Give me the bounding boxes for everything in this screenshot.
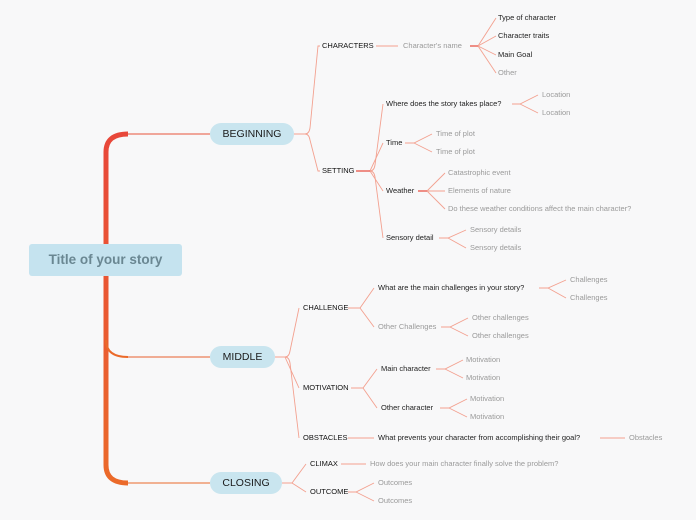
motivation-node[interactable]: MOTIVATION: [303, 383, 349, 392]
other-challenges-node[interactable]: Other challenges: [472, 331, 529, 340]
closing-node[interactable]: CLOSING: [210, 472, 282, 494]
weather-effect-node[interactable]: Do these weather conditions affect the m…: [448, 204, 632, 213]
main-character-node[interactable]: Main character: [381, 364, 431, 373]
sensory-detail-node[interactable]: Sensory detail: [386, 233, 434, 242]
climax-question-node[interactable]: How does your main character finally sol…: [370, 459, 559, 468]
other-character-node[interactable]: Other character: [381, 403, 434, 412]
obstacles-question-node[interactable]: What prevents your character from accomp…: [378, 433, 581, 442]
main-goal-node[interactable]: Main Goal: [498, 50, 533, 59]
catastrophic-event-node[interactable]: Catastrophic event: [448, 168, 511, 177]
challenge-node[interactable]: CHALLENGE: [303, 303, 349, 312]
sensory-details-node[interactable]: Sensory details: [470, 243, 522, 252]
type-of-character-node[interactable]: Type of character: [498, 13, 556, 22]
middle-node[interactable]: MIDDLE: [210, 346, 275, 368]
time-of-plot-node[interactable]: Time of plot: [436, 147, 475, 156]
motivation-item-node[interactable]: Motivation: [470, 394, 505, 403]
challenges-node[interactable]: Challenges: [570, 275, 608, 284]
climax-node[interactable]: CLIMAX: [310, 459, 338, 468]
motivation-item-node[interactable]: Motivation: [466, 373, 501, 382]
time-of-plot-node[interactable]: Time of plot: [436, 129, 475, 138]
outcomes-node[interactable]: Outcomes: [378, 496, 413, 505]
motivation-item-node[interactable]: Motivation: [466, 355, 501, 364]
characters-node[interactable]: CHARACTERS: [322, 41, 374, 50]
outcomes-node[interactable]: Outcomes: [378, 478, 413, 487]
elements-of-nature-node[interactable]: Elements of nature: [448, 186, 511, 195]
location-node[interactable]: Location: [542, 90, 571, 99]
challenges-node[interactable]: Challenges: [570, 293, 608, 302]
other-challenges-node[interactable]: Other challenges: [472, 313, 529, 322]
outcome-node[interactable]: OUTCOME: [310, 487, 349, 496]
obstacles-node[interactable]: OBSTACLES: [303, 433, 348, 442]
sensory-details-node[interactable]: Sensory details: [470, 225, 522, 234]
root-node[interactable]: Title of your story: [29, 244, 182, 276]
character-name-node[interactable]: Character's name: [403, 41, 462, 50]
setting-node[interactable]: SETTING: [322, 166, 355, 175]
beginning-node[interactable]: BEGINNING: [210, 123, 294, 145]
character-traits-node[interactable]: Character traits: [498, 31, 550, 40]
other-challenges-parent-node[interactable]: Other Challenges: [378, 322, 437, 331]
place-question-node[interactable]: Where does the story takes place?: [386, 99, 502, 108]
obstacles-item-node[interactable]: Obstacles: [629, 433, 663, 442]
location-node[interactable]: Location: [542, 108, 571, 117]
time-node[interactable]: Time: [386, 138, 403, 147]
main-challenges-node[interactable]: What are the main challenges in your sto…: [378, 283, 525, 292]
motivation-item-node[interactable]: Motivation: [470, 412, 505, 421]
weather-node[interactable]: Weather: [386, 186, 415, 195]
other-node[interactable]: Other: [498, 68, 517, 77]
